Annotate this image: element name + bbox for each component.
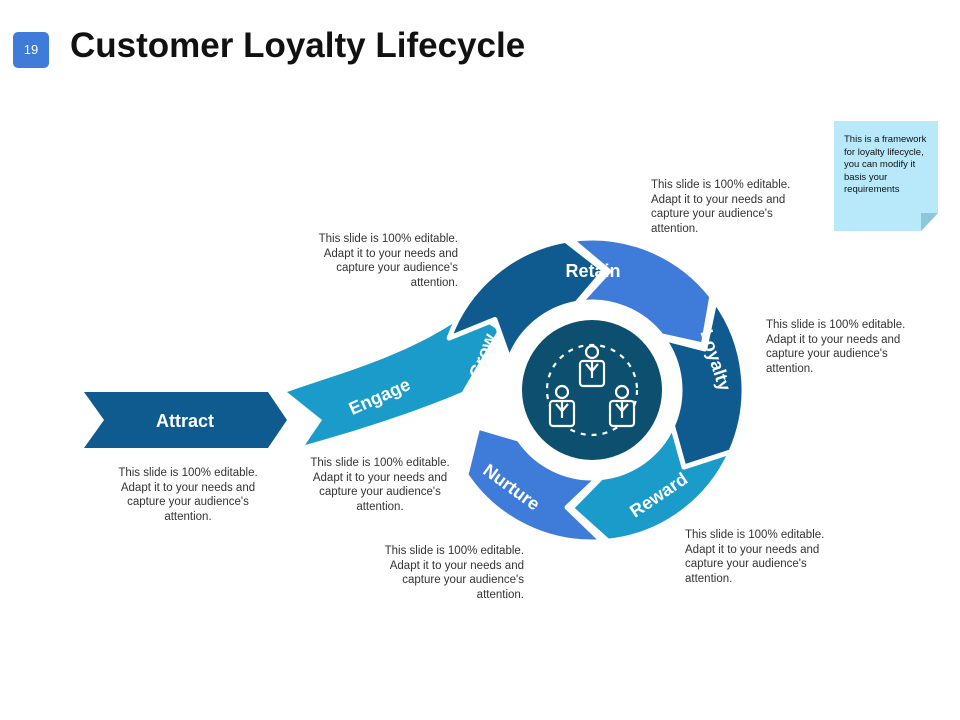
- grow-description: This slide is 100% editable. Adapt it to…: [318, 233, 458, 289]
- segment-reward[interactable]: [568, 423, 734, 544]
- stage-label-attract: Attract: [156, 411, 214, 431]
- page-title: Customer Loyalty Lifecycle: [70, 26, 526, 65]
- engage-description: This slide is 100% editable. Adapt it to…: [310, 457, 450, 513]
- badge-tab: [0, 38, 8, 62]
- loyalty-description: This slide is 100% editable. Adapt it to…: [766, 319, 906, 375]
- slide-number-badge: 19: [13, 32, 49, 68]
- retain-description: This slide is 100% editable. Adapt it to…: [651, 179, 791, 235]
- nurture-description: This slide is 100% editable. Adapt it to…: [384, 545, 524, 601]
- attract-arrow[interactable]: [84, 392, 287, 448]
- segment-retain[interactable]: [568, 235, 715, 348]
- engage-swoosh[interactable]: [287, 312, 498, 445]
- sticky-note: [834, 121, 938, 231]
- sticky-note-text: This is a framework for loyalty lifecycl…: [844, 134, 927, 195]
- segment-nurture[interactable]: [463, 424, 606, 545]
- reward-description: This slide is 100% editable. Adapt it to…: [685, 529, 825, 585]
- center-circle: [522, 320, 662, 460]
- attract-description: This slide is 100% editable. Adapt it to…: [118, 467, 258, 523]
- stage-label-retain: Retain: [565, 261, 620, 281]
- segment-grow[interactable]: [446, 237, 608, 363]
- team-cycle-icon: [545, 343, 639, 437]
- lifecycle-ring: [446, 235, 747, 545]
